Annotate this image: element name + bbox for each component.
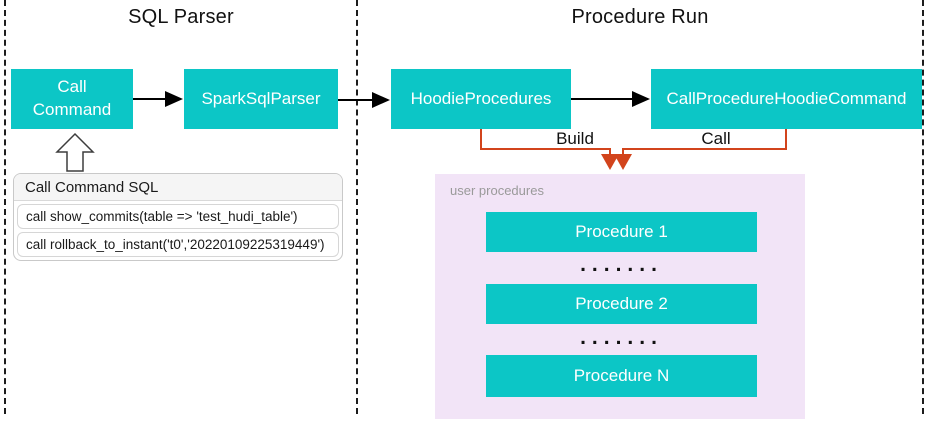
node-procedure-2: Procedure 2 [486,284,757,324]
user-procedures-label: user procedures [450,183,544,198]
node-hoodieprocedures-label: HoodieProcedures [410,88,552,108]
section-divider-middle [356,0,358,414]
node-procedure-2-label: Procedure 2 [575,294,668,313]
node-callprocedurehoodiecommand-label: CallProcedureHoodieCommand [666,88,907,108]
node-procedure-n: Procedure N [486,355,757,397]
call-command-sql-panel: Call Command SQL call show_commits(table… [13,173,343,261]
sql-statement-row: call show_commits(table => 'test_hudi_ta… [17,204,339,229]
node-sparksqlparser-label: SparkSqlParser [201,88,321,108]
ellipsis-dots: ....... [580,326,663,349]
node-procedure-1: Procedure 1 [486,212,757,252]
sql-parser-section-title: SQL Parser [128,6,234,28]
sql-statement-row: call rollback_to_instant('t0','202201092… [17,232,339,257]
node-callprocedurehoodiecommand: CallProcedureHoodieCommand [651,69,922,129]
node-call-command: Call Command [11,69,133,129]
node-call-command-label: Call Command [32,77,112,119]
procedure-run-section-title: Procedure Run [571,6,709,28]
section-divider-right [922,0,924,414]
edge-label-call: Call [701,129,731,148]
node-procedure-1-label: Procedure 1 [575,222,668,241]
node-procedure-n-label: Procedure N [573,366,670,385]
user-procedures-container: user procedures Procedure 1 ....... Proc… [435,174,805,419]
sql-panel-header: Call Command SQL [14,174,342,201]
section-divider-left [4,0,6,414]
edge-label-build: Build [556,129,594,148]
up-arrow-icon [55,132,95,172]
ellipsis-dots: ....... [580,253,663,276]
node-hoodieprocedures: HoodieProcedures [391,69,571,129]
node-sparksqlparser: SparkSqlParser [184,69,338,129]
